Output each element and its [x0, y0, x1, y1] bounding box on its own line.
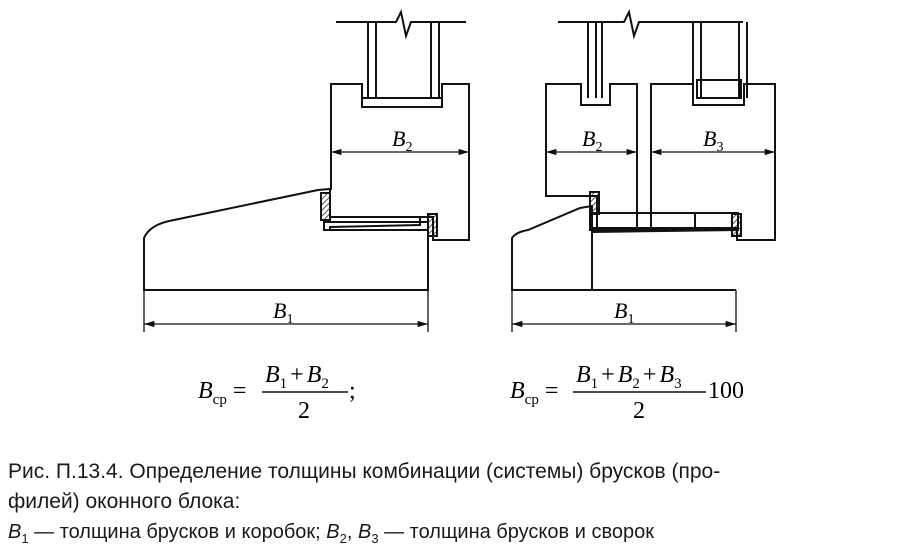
svg-text:2: 2: [298, 398, 310, 424]
svg-text:B1+B2: B1+B2: [265, 362, 329, 392]
right-sash-2: [545, 83, 638, 231]
caption-line-1: Рис. П.13.4. Определение толщины комбина…: [8, 460, 721, 483]
right-assembly: [511, 8, 776, 291]
svg-text:100: 100: [708, 378, 744, 404]
legend-b2-sub: 2: [339, 531, 347, 546]
left-b2-label: B2: [392, 126, 412, 155]
right-b3-label: B3: [703, 126, 723, 155]
legend-b1-text: — толщина брусков и коробок;: [28, 521, 327, 543]
left-assembly: [143, 8, 470, 291]
right-formula: Bср = B1+B2+B3 2 100: [510, 362, 744, 424]
legend-b1: B: [8, 521, 22, 543]
right-sill: [511, 204, 739, 291]
right-wall-break-line: [558, 8, 743, 40]
figure-caption: Рис. П.13.4. Определение толщины комбина…: [8, 457, 896, 517]
legend-b1-sub: 1: [21, 531, 29, 546]
figure-legend: B1 — толщина брусков и коробок; B2, B3 —…: [8, 521, 654, 546]
caption-line-2: филей) оконного блока:: [8, 490, 241, 513]
svg-text:B1+B2+B3: B1+B2+B3: [576, 362, 682, 392]
legend-b3-sub: 3: [371, 531, 379, 546]
svg-text:;: ;: [349, 378, 356, 404]
svg-text:Bср =: Bср =: [198, 378, 246, 408]
legend-b2: B: [326, 521, 340, 543]
right-b2-label: B2: [582, 126, 602, 155]
legend-sep: ,: [346, 521, 358, 543]
svg-text:Bср =: Bср =: [510, 378, 558, 408]
svg-text:2: 2: [633, 398, 645, 424]
left-sill: [143, 187, 429, 291]
left-formula: Bср = B1+B2 2 ;: [198, 362, 356, 424]
right-sash-3: [650, 83, 776, 241]
legend-b3: B: [357, 521, 372, 543]
legend-b23-text: — толщина брусков и сворок: [378, 521, 654, 543]
window-block-diagram: B2 B1 B2 B3 B1 Bср = B1+B2 2 ; Bср = B1+…: [143, 8, 776, 424]
left-wall-break-line: [336, 8, 466, 40]
right-b1-label: B1: [614, 298, 634, 327]
left-b1-label: B1: [273, 298, 293, 327]
